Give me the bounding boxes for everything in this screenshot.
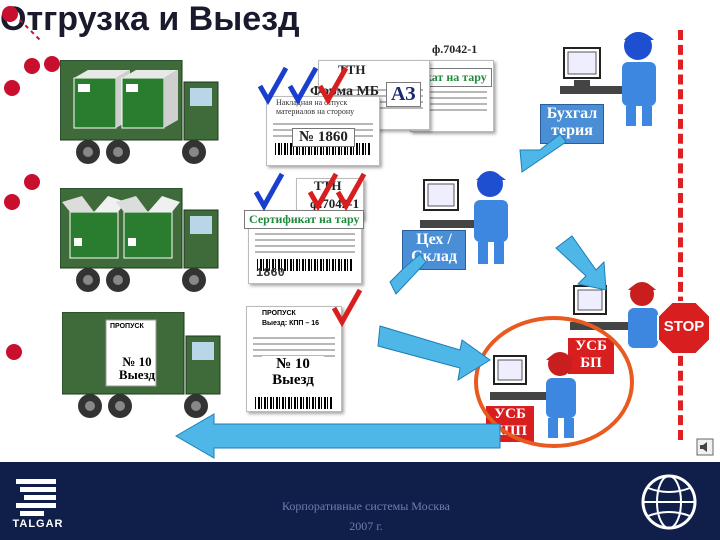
workshop-label: Цех / Склад (402, 230, 466, 270)
checkmark-exit-pass (331, 288, 363, 328)
bullet-dot (24, 58, 40, 74)
usb-bp-label: УСБ БП (568, 338, 614, 374)
dashed-decoration (13, 13, 41, 41)
accounting-workstation (560, 32, 656, 126)
footer-line-1: Корпоративные системы Москва (282, 499, 450, 513)
bullet-dot (24, 174, 40, 190)
footer-text: Корпоративные системы Москва 2007 г. (236, 496, 496, 536)
truck-1 (60, 60, 219, 164)
workshop-workstation (420, 171, 508, 264)
exit-pass-number: № 10 Выезд (262, 356, 324, 388)
stop-sign-icon (657, 301, 711, 355)
usb-highlight-circle (474, 316, 634, 448)
bullet-dot (44, 56, 60, 72)
flow-arrows (175, 133, 607, 459)
doc-certificate-mid-label: Сертификат на тару (244, 210, 365, 229)
truck-2 (60, 188, 219, 292)
bullet-dot (6, 344, 22, 360)
stop-sign-text: STOP (663, 318, 705, 335)
accounting-label: Бухгал терия (540, 104, 604, 144)
bullet-dot (4, 80, 20, 96)
checkmarks-mid (253, 172, 367, 212)
truck-3 (62, 312, 221, 418)
doc-az-label: АЗ (386, 82, 421, 107)
doc-waybill-title-2: материалов на сторону (276, 107, 355, 116)
footer-line-2: 2007 г. (349, 519, 383, 533)
usb-bp-label-text: УСБ БП (575, 338, 607, 371)
accounting-label-text: Бухгал терия (546, 105, 598, 139)
doc-stamp-1860: 1860 (256, 266, 285, 280)
checkpoint-boundary-line (678, 30, 683, 440)
globe-logo-icon (641, 474, 697, 530)
doc-certificate-label: кат на тару (420, 68, 492, 87)
footer-bar (0, 462, 720, 540)
doc-f7042-label: ф.7042-1 (432, 42, 478, 56)
bullet-dot (4, 194, 20, 210)
talgar-logo-icon (16, 479, 56, 516)
bullet-dot (2, 6, 18, 22)
exit-pass-sub: Выезд: КПП – 16 (262, 320, 320, 327)
talgar-logo-text: TALGAR (12, 518, 64, 530)
usb-bp-workstation (570, 282, 658, 348)
checkmarks-top (257, 66, 349, 106)
doc-waybill-title-1: Накладная на отпуск (276, 98, 348, 107)
usb-kpp-workstation (490, 352, 576, 438)
truck-pass-header: ПРОПУСК (110, 323, 144, 330)
sound-icon[interactable] (696, 438, 714, 456)
exit-pass-header: ПРОПУСК (262, 310, 296, 317)
truck-pass-number: № 10 Выезд (118, 354, 156, 382)
slide-title: Отгрузка и Выезд (0, 0, 300, 38)
doc-number-1860: № 1860 (292, 128, 355, 147)
